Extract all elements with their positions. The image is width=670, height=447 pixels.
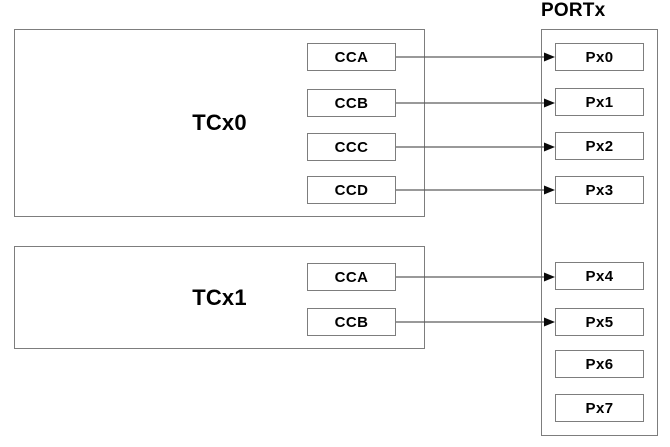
port-pin-px4: Px4 <box>555 262 644 290</box>
port-pin-px6: Px6 <box>555 350 644 378</box>
port-pin-px2: Px2 <box>555 132 644 160</box>
tcx0-channel-ccb: CCB <box>307 89 396 117</box>
tcx1-label: TCx1 <box>192 284 247 310</box>
port-pin-px0: Px0 <box>555 43 644 71</box>
port-pin-px3: Px3 <box>555 176 644 204</box>
tcx0-label: TCx0 <box>192 110 247 135</box>
port-pin-px1: Px1 <box>555 88 644 116</box>
port-pin-px7: Px7 <box>555 394 644 422</box>
port-title: PORTx <box>541 0 606 21</box>
tcx0-channel-cca: CCA <box>307 43 396 71</box>
tcx1-channel-ccb: CCB <box>307 308 396 336</box>
port-pin-px5: Px5 <box>555 308 644 336</box>
tcx0-channel-ccc: CCC <box>307 133 396 161</box>
tcx0-channel-ccd: CCD <box>307 176 396 204</box>
tcx1-channel-cca: CCA <box>307 263 396 291</box>
